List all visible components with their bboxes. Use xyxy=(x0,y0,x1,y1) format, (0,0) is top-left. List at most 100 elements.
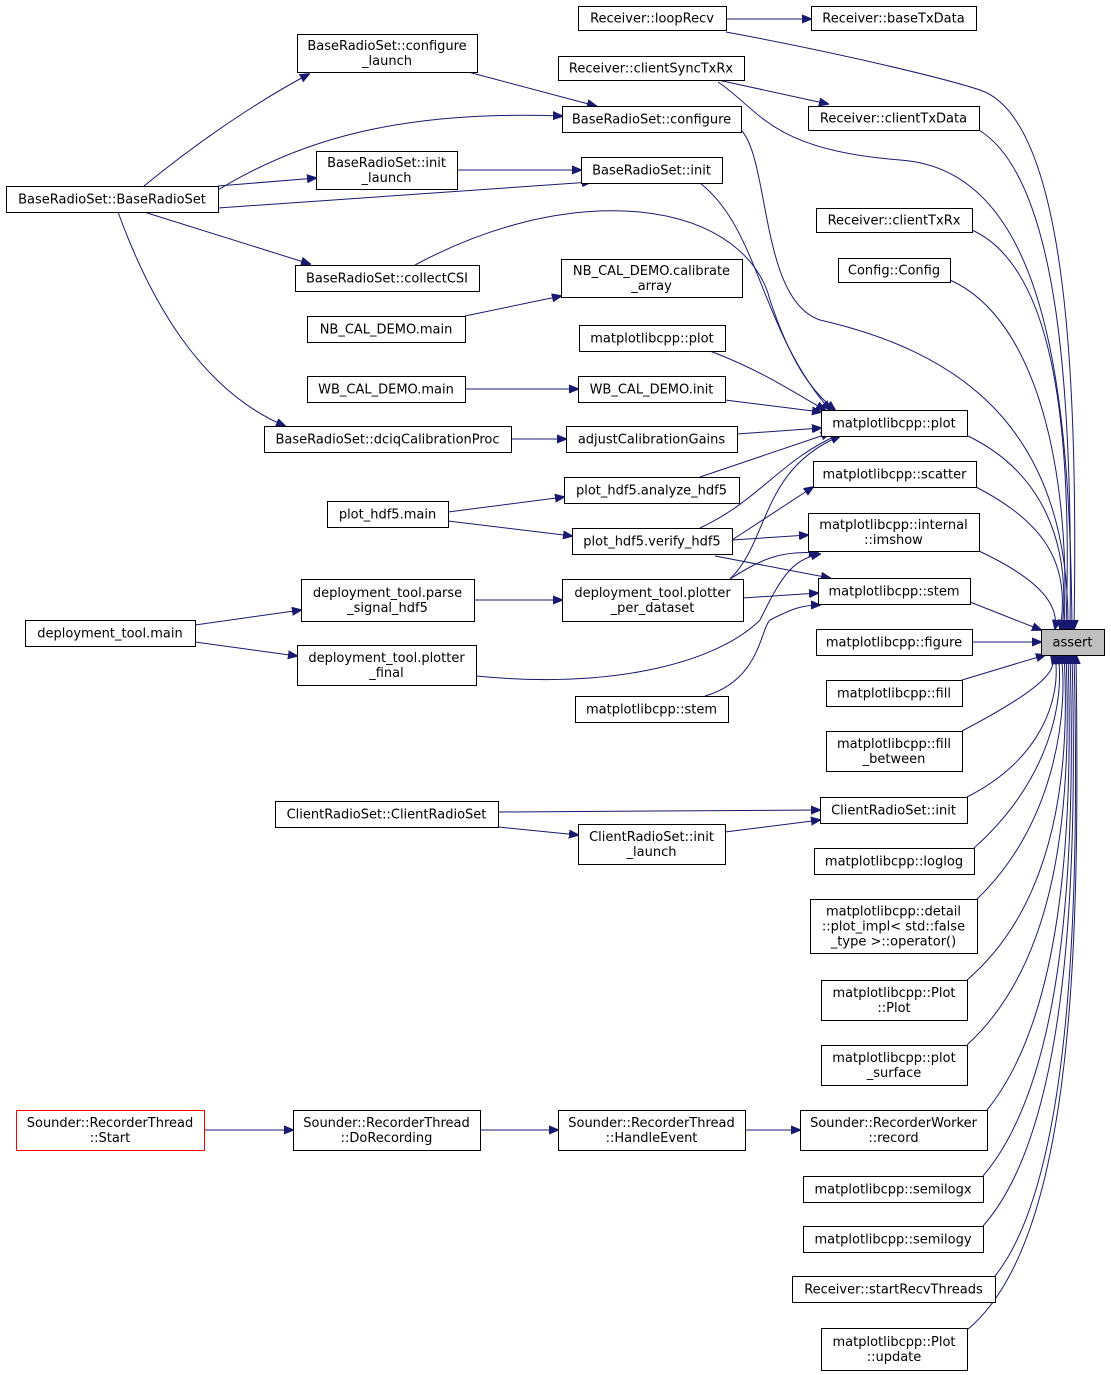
node-brs-cfg-launch[interactable]: BaseRadioSet::configure_launch xyxy=(297,34,478,73)
node-brs-ctor[interactable]: BaseRadioSet::BaseRadioSet xyxy=(6,186,219,213)
node-nb-main[interactable]: NB_CAL_DEMO.main xyxy=(307,316,466,343)
node-box[interactable] xyxy=(293,1110,481,1151)
node-box[interactable] xyxy=(821,980,968,1021)
node-box[interactable] xyxy=(307,316,466,343)
node-brs-dciq[interactable]: BaseRadioSet::dciqCalibrationProc xyxy=(264,426,512,453)
node-box[interactable] xyxy=(838,258,951,283)
node-box[interactable] xyxy=(575,696,729,723)
node-mpl-stem-b[interactable]: matplotlibcpp::stem xyxy=(575,696,729,723)
node-brs-init[interactable]: BaseRadioSet::init xyxy=(581,157,723,184)
node-box[interactable] xyxy=(818,578,971,605)
node-mpl-plot-impl[interactable]: matplotlibcpp::detail::plot_impl< std::f… xyxy=(810,899,978,954)
node-box[interactable] xyxy=(581,157,723,184)
node-r-clientSync[interactable]: Receiver::clientSyncTxRx xyxy=(558,56,745,81)
node-box[interactable] xyxy=(810,899,978,954)
node-box[interactable] xyxy=(16,1110,205,1151)
node-r-baseTx[interactable]: Receiver::baseTxData xyxy=(811,6,977,31)
node-adjust[interactable]: adjustCalibrationGains xyxy=(566,426,738,453)
node-box[interactable] xyxy=(816,629,973,656)
node-box[interactable] xyxy=(803,1226,984,1253)
node-brs-collect[interactable]: BaseRadioSet::collectCSI xyxy=(295,265,480,292)
node-mpl-Plot[interactable]: matplotlibcpp::Plot::Plot xyxy=(821,980,968,1021)
node-box[interactable] xyxy=(295,265,480,292)
node-r-clientTxRx[interactable]: Receiver::clientTxRx xyxy=(816,208,973,233)
node-crs-ctor[interactable]: ClientRadioSet::ClientRadioSet xyxy=(275,801,499,828)
node-box[interactable] xyxy=(792,1276,996,1303)
node-mpl-loglog[interactable]: matplotlibcpp::loglog xyxy=(814,848,975,875)
node-mpl-imshow[interactable]: matplotlibcpp::internal::imshow xyxy=(808,513,980,552)
node-mpl-semilogx[interactable]: matplotlibcpp::semilogx xyxy=(803,1176,984,1203)
node-box[interactable] xyxy=(578,6,727,31)
node-brs-configure[interactable]: BaseRadioSet::configure xyxy=(562,106,742,133)
node-mpl-semilogy[interactable]: matplotlibcpp::semilogy xyxy=(803,1226,984,1253)
node-s-handle[interactable]: Sounder::RecorderThread::HandleEvent xyxy=(558,1110,746,1151)
node-box[interactable] xyxy=(561,259,743,298)
node-box[interactable] xyxy=(821,1328,968,1371)
node-r-clientTxData[interactable]: Receiver::clientTxData xyxy=(808,106,980,131)
node-box[interactable] xyxy=(297,645,477,686)
node-box[interactable] xyxy=(275,801,499,828)
node-crs-init[interactable]: ClientRadioSet::init xyxy=(820,797,968,824)
node-box[interactable] xyxy=(307,376,466,403)
node-assert[interactable]: assert xyxy=(1041,629,1105,656)
node-box[interactable] xyxy=(800,1110,988,1151)
node-box[interactable] xyxy=(578,376,726,403)
node-mpl-update[interactable]: matplotlibcpp::Plot::update xyxy=(821,1328,968,1371)
node-mpl-plot-b[interactable]: matplotlibcpp::plot xyxy=(821,410,968,437)
node-box[interactable] xyxy=(566,426,738,453)
node-box[interactable] xyxy=(813,461,977,488)
node-box[interactable] xyxy=(558,56,745,81)
node-box[interactable] xyxy=(808,513,980,552)
node-mpl-figure[interactable]: matplotlibcpp::figure xyxy=(816,629,973,656)
node-mpl-stem-a[interactable]: matplotlibcpp::stem xyxy=(818,578,971,605)
node-box[interactable] xyxy=(297,34,478,73)
node-hdf5-main[interactable]: plot_hdf5.main xyxy=(327,501,449,528)
node-hdf5-verify[interactable]: plot_hdf5.verify_hdf5 xyxy=(572,528,733,555)
node-box[interactable] xyxy=(562,106,742,133)
node-box[interactable] xyxy=(316,151,458,190)
node-box[interactable] xyxy=(820,797,968,824)
node-box[interactable] xyxy=(579,325,726,352)
node-box[interactable] xyxy=(826,731,963,772)
node-wb-main[interactable]: WB_CAL_DEMO.main xyxy=(307,376,466,403)
node-r-loopRecv[interactable]: Receiver::loopRecv xyxy=(578,6,727,31)
node-box[interactable] xyxy=(564,477,740,504)
node-wb-init[interactable]: WB_CAL_DEMO.init xyxy=(578,376,726,403)
node-box[interactable] xyxy=(816,208,973,233)
node-mpl-scatter[interactable]: matplotlibcpp::scatter xyxy=(813,461,977,488)
node-box[interactable] xyxy=(562,579,744,622)
node-s-start[interactable]: Sounder::RecorderThread::Start xyxy=(16,1110,205,1151)
node-mpl-plot-surface[interactable]: matplotlibcpp::plot_surface xyxy=(821,1045,968,1086)
node-mpl-fill-between[interactable]: matplotlibcpp::fill_between xyxy=(826,731,963,772)
node-box[interactable] xyxy=(826,680,963,707)
node-box[interactable] xyxy=(803,1176,984,1203)
node-box[interactable] xyxy=(578,824,726,865)
node-box[interactable] xyxy=(814,848,975,875)
node-box[interactable] xyxy=(25,620,196,647)
node-dt-plotter-final[interactable]: deployment_tool.plotter_final xyxy=(297,645,477,686)
node-mpl-plot-a[interactable]: matplotlibcpp::plot xyxy=(579,325,726,352)
node-dt-parse[interactable]: deployment_tool.parse_signal_hdf5 xyxy=(301,579,475,622)
node-box[interactable] xyxy=(558,1110,746,1151)
node-brs-init-launch[interactable]: BaseRadioSet::init_launch xyxy=(316,151,458,190)
node-nb-calib[interactable]: NB_CAL_DEMO.calibrate_array xyxy=(561,259,743,298)
node-box[interactable] xyxy=(6,186,219,213)
node-box[interactable] xyxy=(301,579,475,622)
node-box[interactable] xyxy=(811,6,977,31)
node-mpl-fill[interactable]: matplotlibcpp::fill xyxy=(826,680,963,707)
node-box[interactable] xyxy=(821,1045,968,1086)
node-box[interactable] xyxy=(808,106,980,131)
node-box[interactable] xyxy=(327,501,449,528)
node-box[interactable] xyxy=(572,528,733,555)
node-crs-init-launch[interactable]: ClientRadioSet::init_launch xyxy=(578,824,726,865)
node-box[interactable] xyxy=(264,426,512,453)
node-dt-main[interactable]: deployment_tool.main xyxy=(25,620,196,647)
node-dt-plotter-ds[interactable]: deployment_tool.plotter_per_dataset xyxy=(562,579,744,622)
node-s-worker[interactable]: Sounder::RecorderWorker::record xyxy=(800,1110,988,1151)
node-s-dorec[interactable]: Sounder::RecorderThread::DoRecording xyxy=(293,1110,481,1151)
node-box[interactable] xyxy=(821,410,968,437)
node-box[interactable] xyxy=(1041,629,1105,656)
node-r-startRecv[interactable]: Receiver::startRecvThreads xyxy=(792,1276,996,1303)
node-hdf5-analyze[interactable]: plot_hdf5.analyze_hdf5 xyxy=(564,477,740,504)
node-cfg-ctor[interactable]: Config::Config xyxy=(838,258,951,283)
